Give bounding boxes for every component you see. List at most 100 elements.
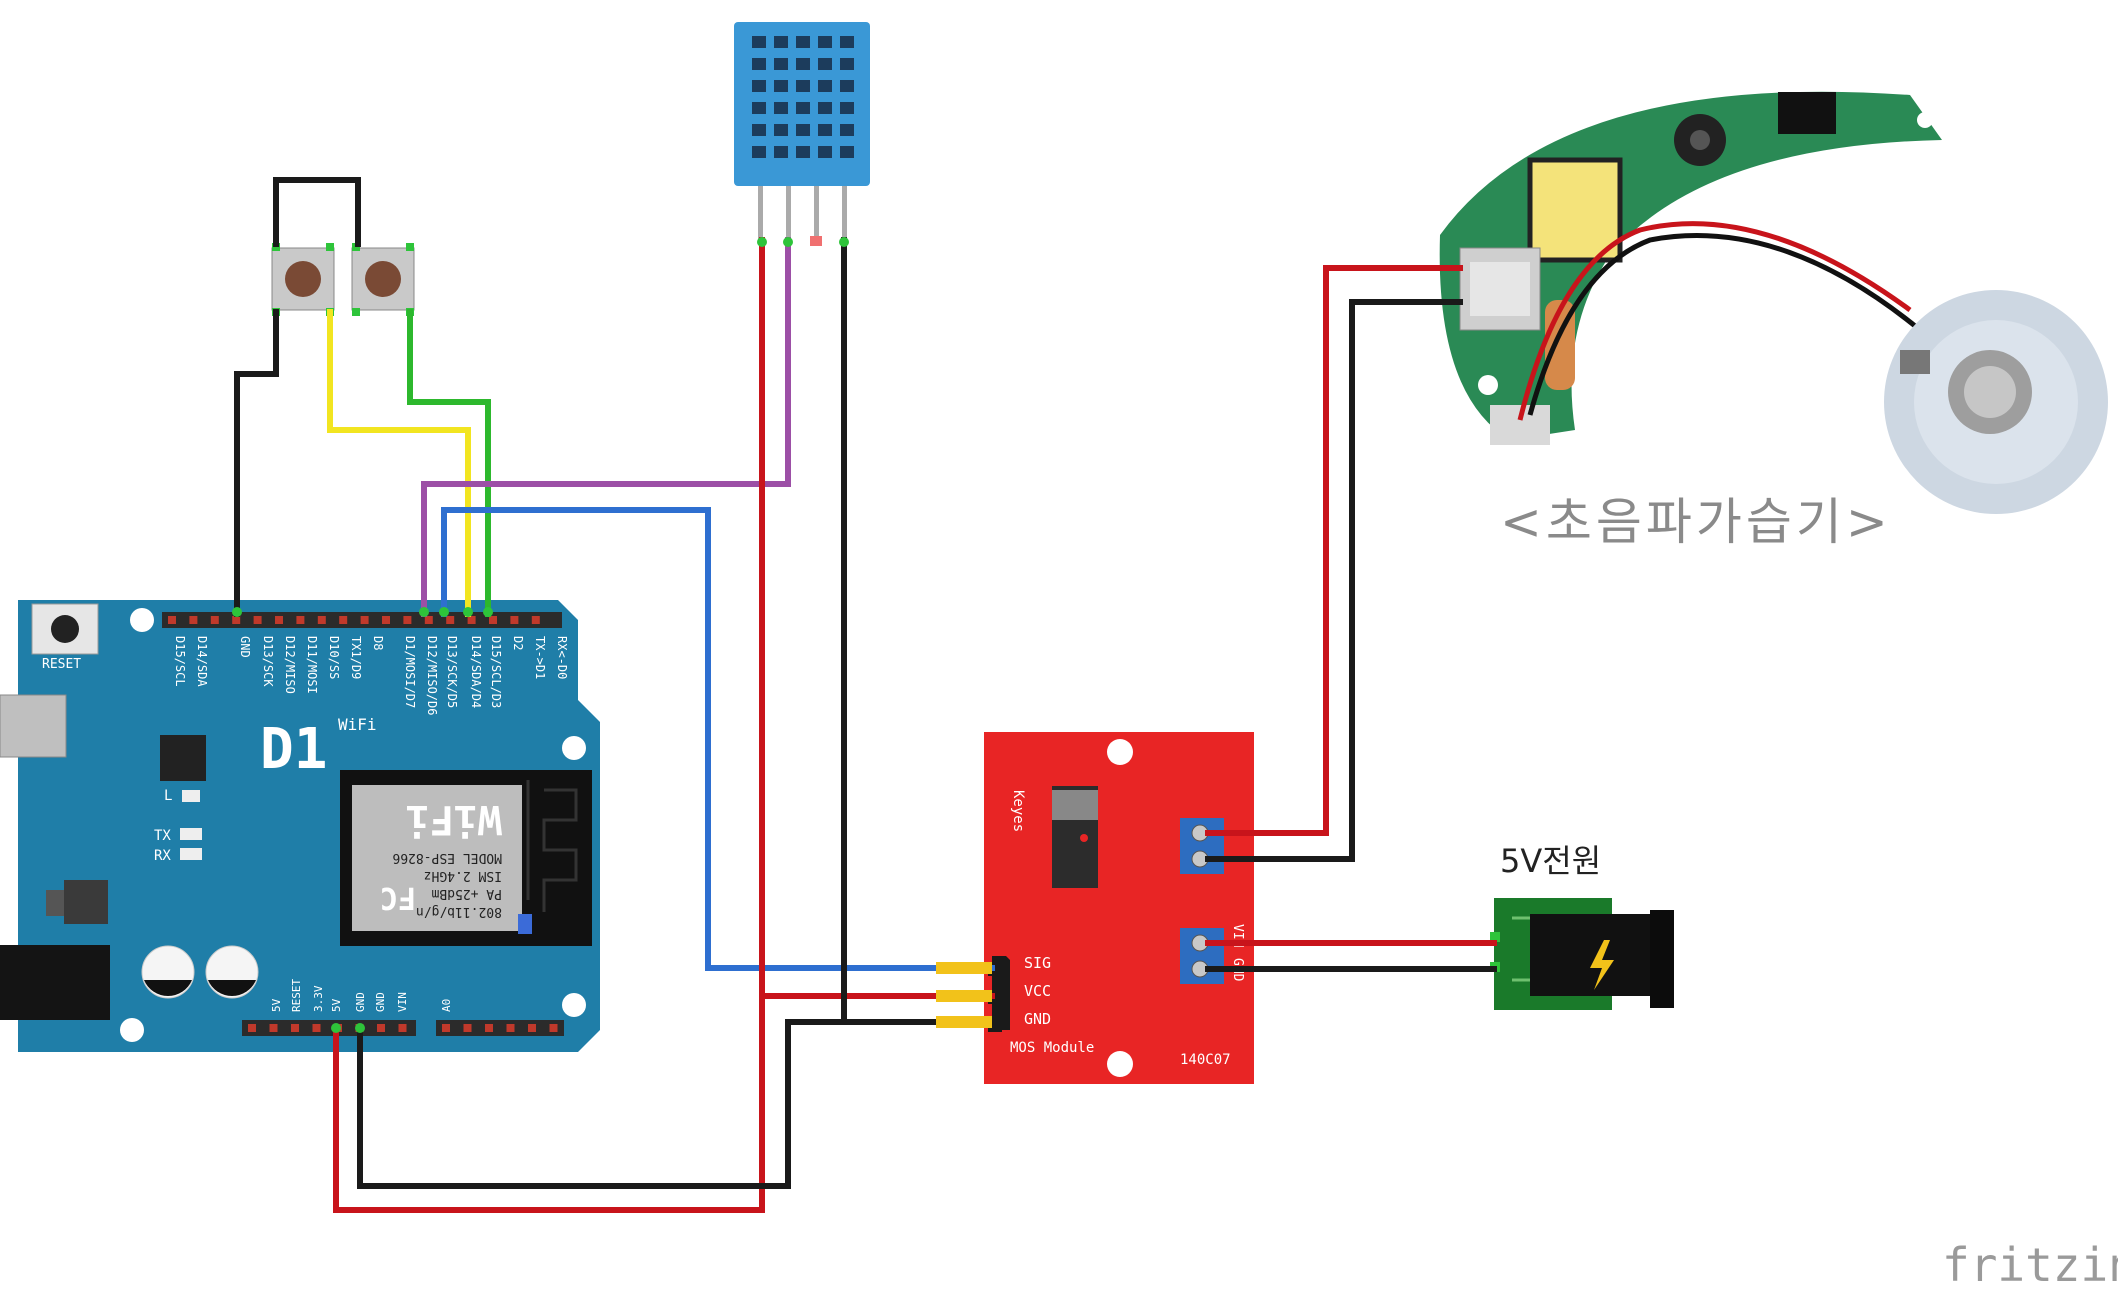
terminal-power — [1180, 928, 1224, 984]
dht-vent — [818, 124, 832, 136]
header-pin — [253, 616, 262, 624]
header-pin — [232, 616, 241, 624]
dht-vent — [840, 58, 854, 70]
push-button-left[interactable] — [271, 243, 335, 316]
bottom-pin-label: GND — [374, 992, 387, 1012]
header-pin — [424, 616, 433, 624]
dht-vent — [774, 124, 788, 136]
dht-vent — [796, 80, 810, 92]
esp-fc-mark: FC — [380, 880, 416, 915]
esp8266-module: 802.11b/g/n PA +25dBm ISM 2.4GHz MODEL E… — [340, 770, 592, 946]
header-pin — [339, 616, 348, 624]
dht-vent — [752, 80, 766, 92]
top-pin-label: TX->D1 — [533, 636, 547, 679]
dht-vent — [752, 58, 766, 70]
top-pin-label: D15/SCL — [173, 636, 187, 687]
top-pin-label: D14/SDA — [195, 636, 209, 687]
esp-pa-line: PA +25dBm — [431, 886, 502, 901]
capacitor — [205, 945, 259, 999]
push-button-right[interactable] — [351, 243, 415, 316]
mos-pin-gnd: GND — [1024, 1010, 1051, 1028]
header-pin — [248, 1024, 256, 1032]
bottom-pin-label: GND — [354, 992, 367, 1012]
header-pin — [275, 616, 283, 624]
led-l-label: L — [164, 788, 172, 804]
mos-module-code: 140C07 — [1180, 1052, 1231, 1068]
wire-red-vcc — [759, 237, 995, 999]
tx-label: TX — [154, 828, 171, 844]
bottom-pin-label: 5V — [330, 998, 343, 1012]
mosfet-chip — [1052, 786, 1098, 888]
header-pin — [442, 1024, 450, 1032]
top-pin-label: D10/SS — [327, 636, 341, 679]
header-pin — [467, 616, 476, 624]
header-pin — [360, 616, 369, 624]
dht-vent — [774, 146, 788, 158]
dht-vent — [840, 146, 854, 158]
dht-vent — [796, 36, 810, 48]
wire-endpoints — [232, 237, 849, 1033]
header-pin — [549, 1024, 558, 1032]
esp-std-line: 802.11b/g/n — [416, 904, 502, 919]
dht-vent — [774, 102, 788, 114]
reset-button[interactable] — [31, 603, 99, 655]
wire-black-gnd — [357, 1019, 995, 1189]
power-bolt-icon — [1590, 940, 1614, 990]
top-pin-label: D12/MISO — [283, 636, 297, 694]
header-pin — [189, 616, 198, 624]
dht-vent — [818, 146, 832, 158]
board-wifi-label: WiFi — [338, 715, 377, 734]
dht-vent — [818, 36, 832, 48]
capacitor — [141, 945, 195, 999]
top-pin-label: D1/MOSI/D7 — [403, 636, 417, 708]
wire-gnd-button — [234, 309, 279, 617]
bottom-pin-label: 3.3V — [312, 985, 325, 1012]
wires — [234, 177, 1497, 1213]
ultrasonic-humidifier — [1439, 91, 2108, 514]
bottom-pin-label: A0 — [440, 999, 453, 1012]
header-right-top — [392, 612, 562, 628]
top-pin-label: TX1/D9 — [349, 636, 363, 679]
header-pin — [317, 616, 326, 624]
dht-vent — [796, 102, 810, 114]
dht-vent — [752, 146, 766, 158]
header-pin — [168, 616, 176, 624]
dht-vent — [796, 124, 810, 136]
fritzing-watermark: fritzing — [1942, 1238, 2118, 1292]
dht-vent — [774, 36, 788, 48]
header-pin — [403, 616, 412, 624]
terminal-load — [1180, 818, 1224, 874]
top-pin-label: D12/MISO/D6 — [425, 636, 439, 715]
dht-vent — [840, 102, 854, 114]
header-pin — [446, 616, 455, 624]
mos-module: Keyes VIN GND SIG VCC GND MOS Module 140… — [984, 732, 1254, 1084]
top-pin-label: D15/SCL/D3 — [489, 636, 503, 708]
top-pin-label: D8 — [371, 636, 385, 650]
dc-jack — [0, 945, 110, 1020]
header-pin — [489, 616, 497, 624]
dht-vent — [796, 146, 810, 158]
header-pin — [531, 616, 540, 624]
top-pin-label: D13/SCK — [261, 636, 275, 687]
wire-red-5v — [333, 993, 765, 1213]
bottom-pin-label: 5V — [270, 998, 283, 1012]
dht-vent — [818, 58, 832, 70]
top-pin-label: GND — [238, 636, 252, 658]
mos-header-leads — [936, 962, 992, 1028]
regulator — [64, 880, 108, 924]
board-title: D1 — [260, 717, 327, 782]
bottom-pin-label: VIN — [396, 992, 409, 1012]
header-pin — [506, 1024, 515, 1032]
wire-black-load — [1205, 299, 1463, 862]
transformer — [1527, 157, 1623, 263]
header-power — [242, 1020, 416, 1036]
mos-pin-sig: SIG — [1024, 954, 1051, 972]
mos-pin-vcc: VCC — [1024, 982, 1051, 1000]
header-pin — [510, 616, 519, 624]
piezo-disc — [1884, 290, 2108, 514]
header-pin — [296, 616, 305, 624]
